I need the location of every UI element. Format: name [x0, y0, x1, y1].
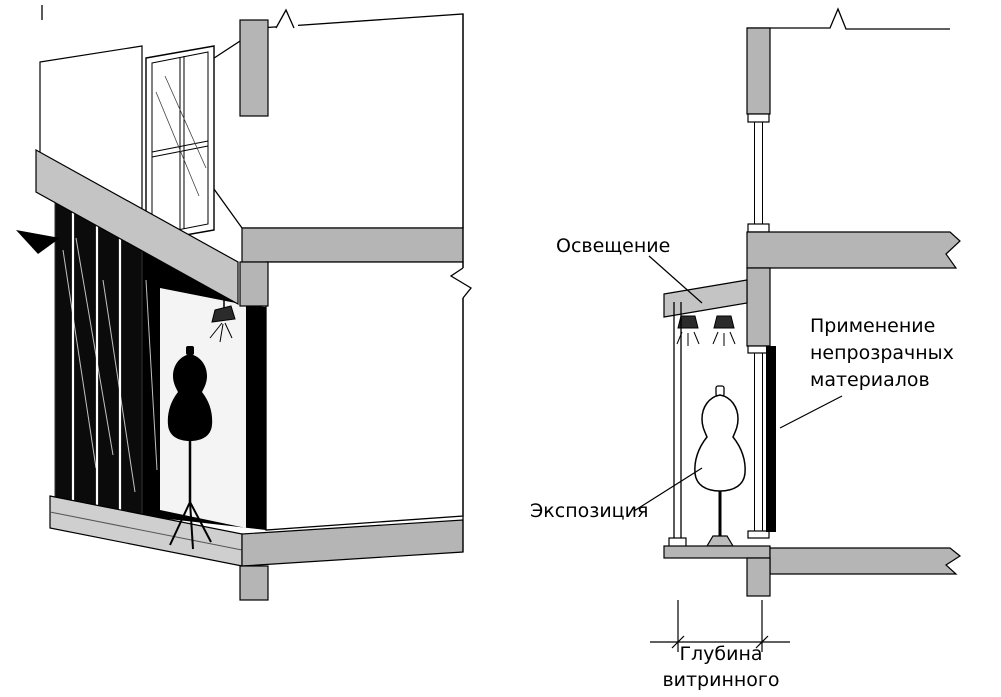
- display-floor: [663, 545, 771, 559]
- downlight-icon: [712, 315, 736, 346]
- section-upper-window: [747, 113, 770, 233]
- section-upper-column: [746, 27, 771, 115]
- exposition-leader: [633, 467, 703, 512]
- dimension-depth: [650, 600, 790, 652]
- spotlight-icon: [209, 300, 236, 343]
- break-marks-left: [41, 5, 476, 552]
- section-canopy: [663, 279, 748, 318]
- room-floor: [769, 547, 962, 575]
- opaque-panel: [766, 346, 776, 532]
- lighting-leader: [648, 255, 703, 304]
- upper-column: [239, 19, 269, 117]
- mannequin-section: [694, 385, 746, 547]
- depth-label-line1: Глубина: [679, 643, 762, 665]
- depth-label-line2: витринного: [662, 669, 779, 691]
- storefront-glazing: [54, 201, 143, 517]
- opaque-label-line2: непрозрачных: [810, 342, 954, 364]
- section-view: [650, 7, 962, 652]
- mannequin-silhouette: [167, 346, 213, 550]
- lower-floor-tiles: [265, 261, 464, 531]
- axonometric-view: [16, 5, 476, 601]
- floor-slab-mid: [241, 227, 464, 263]
- section-floor-slab: [746, 231, 961, 269]
- lighting-label: Освещение: [556, 235, 670, 257]
- top-break-line: [747, 7, 950, 30]
- wall-stub: [746, 557, 771, 597]
- awning: [16, 148, 239, 306]
- annotations: Освещение Применение непрозрачных матери…: [530, 235, 954, 691]
- section-spandrel: [746, 267, 771, 347]
- downlight-icon: [676, 315, 700, 346]
- upper-window: [145, 45, 215, 243]
- storefront-base: [49, 495, 464, 567]
- mid-column: [239, 261, 269, 307]
- section-glazing: [668, 302, 687, 548]
- section-partition: [747, 345, 770, 539]
- opaque-label-line1: Применение: [810, 315, 935, 337]
- awning-tip: [16, 230, 60, 254]
- opaque-leader: [779, 395, 843, 429]
- exposition-label: Экспозиция: [530, 500, 648, 522]
- opaque-label-line3: материалов: [810, 369, 930, 391]
- lower-column: [239, 565, 269, 601]
